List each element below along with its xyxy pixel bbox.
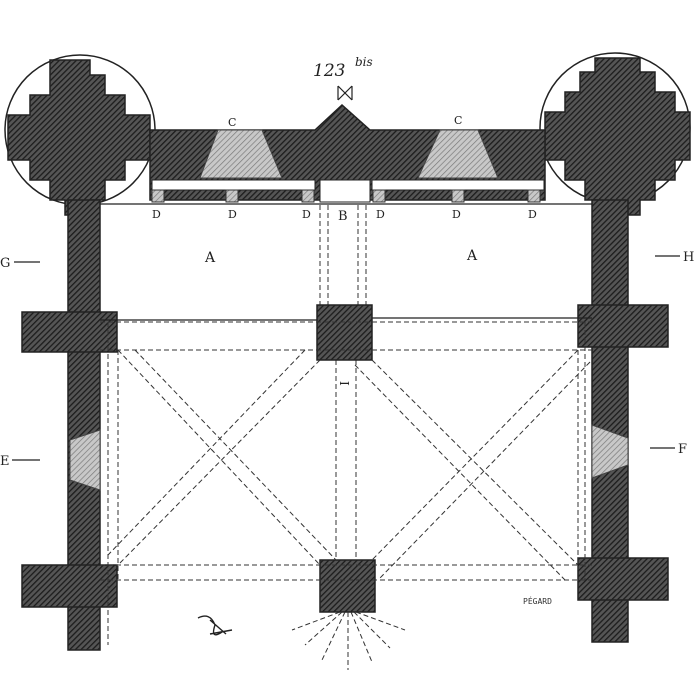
north-gallery-right [371,179,545,191]
south-radiating-lines [291,611,406,670]
label-e: E [0,454,10,469]
engraver-signature: PÉGARD [523,595,552,606]
label-c-left: C [228,116,236,129]
buttress-west-upper [21,311,118,353]
turret-right [544,57,691,216]
label-d-3: D [302,208,311,221]
recess-c-left [199,129,283,179]
corridor-i [319,205,367,560]
plate-number: 123 [313,61,345,81]
central-pier-north [316,304,373,361]
buttress-west-lower [21,564,118,608]
plate-suffix: bis [355,55,373,69]
passage-b [319,179,371,203]
central-pier-south [319,559,376,613]
section-marker-k [337,85,353,101]
north-arrow-glyph [197,615,233,636]
label-i: I [337,381,351,386]
label-h: H [683,250,694,265]
label-d-4: D [376,208,385,221]
label-d-2: D [228,208,237,221]
d-stubs [151,189,541,203]
label-a-left: A [204,250,216,266]
buttress-east-upper [577,304,669,348]
label-d-1: D [152,208,161,221]
opening-west [69,429,101,491]
recess-c-right [417,129,499,179]
north-gallery-left [151,179,316,191]
opening-east [591,424,629,479]
label-f: F [678,442,687,457]
label-c-right: C [454,114,462,127]
label-d-5: D [452,208,461,221]
vault-lines [100,321,592,645]
buttress-east-lower [577,557,669,601]
label-d-6: D [528,208,537,221]
label-b: B [338,209,348,224]
label-g: G [0,256,10,271]
label-a-right: A [466,248,478,264]
